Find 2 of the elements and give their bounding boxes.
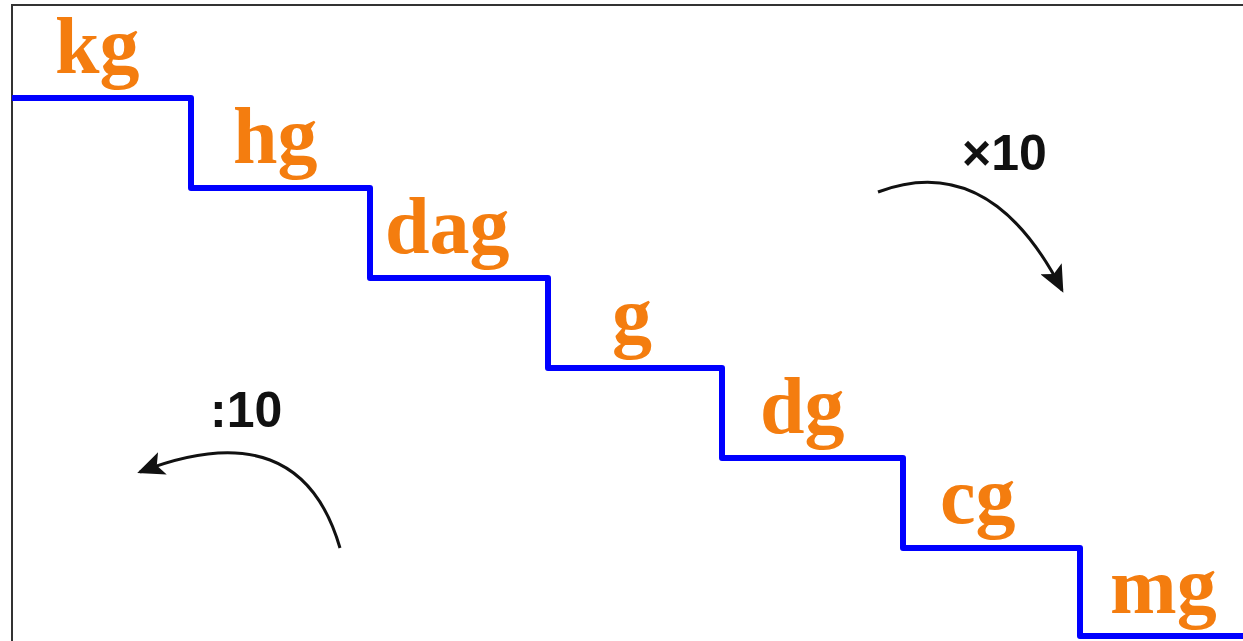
conversion-label: ×10 — [962, 128, 1047, 178]
conversion-label: :10 — [210, 385, 283, 435]
